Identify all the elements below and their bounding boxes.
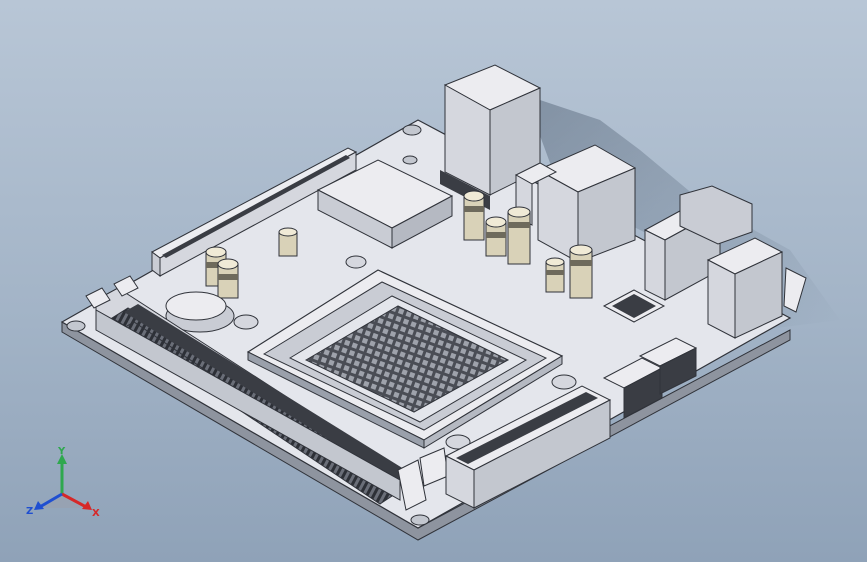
- orientation-triad[interactable]: Y X Z: [22, 446, 112, 526]
- rear-io-lan: [440, 64, 542, 210]
- io-bracket: [783, 267, 807, 313]
- cmos-battery: [165, 291, 235, 333]
- pcie-slot[interactable]: [151, 147, 358, 277]
- capacitors: [205, 190, 593, 299]
- y-axis-label: Y: [57, 446, 66, 457]
- y-axis-arrow: [57, 454, 67, 464]
- triad-base: [42, 494, 82, 508]
- chipset-heatsink: [316, 159, 454, 249]
- dimm-slots[interactable]: [85, 275, 449, 511]
- z-axis-label: Z: [26, 506, 33, 517]
- capacitor: [278, 227, 298, 257]
- x-axis-label: X: [92, 508, 100, 519]
- x-axis-line: [61, 492, 89, 510]
- z-axis-arrow: [34, 501, 44, 510]
- z-axis-line: [37, 492, 63, 510]
- capacitor: [507, 206, 531, 265]
- capacitor: [569, 244, 593, 299]
- capacitor: [485, 216, 507, 257]
- atx-power-connector: [444, 385, 612, 509]
- capacitor: [545, 257, 565, 293]
- capacitor: [463, 190, 485, 241]
- rear-io-vga: [643, 185, 784, 339]
- cpu-socket[interactable]: [233, 255, 577, 450]
- x-axis-arrow: [82, 501, 92, 510]
- sata-connectors: [602, 337, 698, 419]
- rear-io-usb: [514, 144, 637, 263]
- io-chip: [602, 289, 666, 323]
- capacitor: [217, 258, 239, 299]
